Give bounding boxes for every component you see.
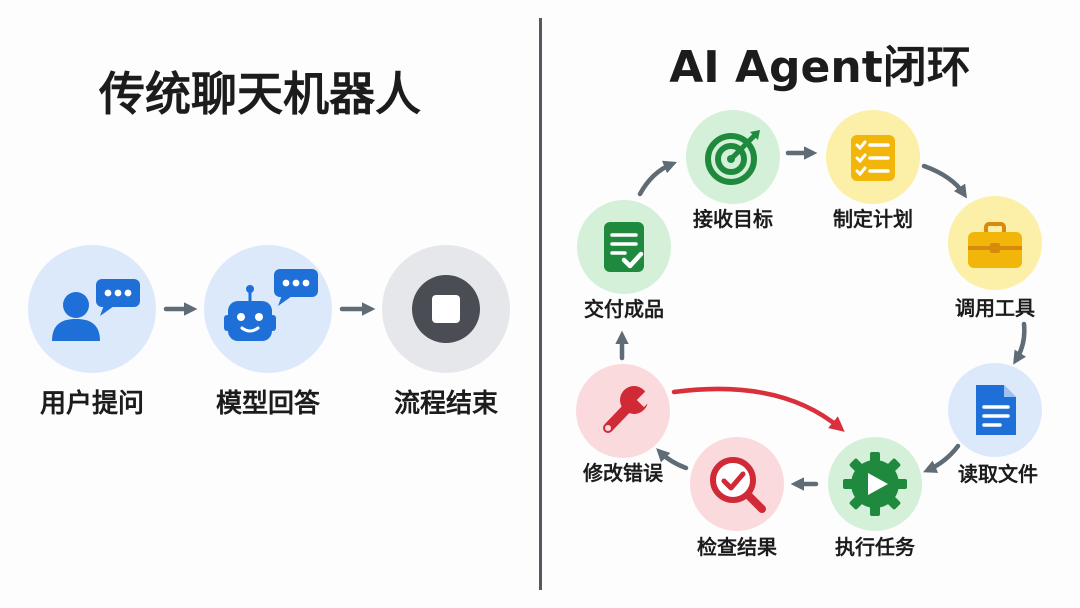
step-label-call-tools: 调用工具: [955, 296, 1035, 320]
arrow-tools-to-files: [1013, 321, 1027, 365]
center-divider: [539, 18, 542, 590]
magnifier-check-icon: [710, 457, 766, 513]
step-circle-check-results: [690, 437, 784, 531]
step-label-fix-errors: 修改错误: [583, 461, 663, 485]
step-circle-execute-task: [828, 437, 922, 531]
step-circle-model-answer: [204, 245, 332, 373]
step-circle-deliver-product: [577, 200, 671, 294]
gear-play-icon: [843, 452, 907, 516]
user-chat-icon: [52, 279, 140, 341]
arrow-plan-to-tools: [921, 163, 967, 199]
step-label-read-files: 读取文件: [958, 462, 1038, 486]
step-label-process-end: 流程结束: [393, 389, 498, 419]
toolbox-icon: [968, 222, 1022, 268]
checked-document-icon: [604, 222, 644, 272]
stop-icon: [412, 275, 480, 343]
arrow-files-to-execute: [923, 443, 961, 473]
document-icon: [976, 385, 1016, 435]
arrow-deliver-to-goal: [637, 160, 678, 197]
step-circle-receive-goal: [686, 110, 780, 204]
arrow-check-to-fix: [656, 448, 689, 471]
robot-chat-icon: [224, 269, 318, 341]
right-title: AI Agent闭环: [669, 42, 971, 93]
step-label-receive-goal: 接收目标: [693, 207, 773, 231]
target-icon: [705, 130, 760, 185]
step-label-deliver-product: 交付成品: [584, 297, 664, 321]
step-label-make-plan: 制定计划: [833, 207, 913, 231]
step-circle-read-files: [948, 363, 1042, 457]
step-circle-make-plan: [826, 110, 920, 204]
left-title: 传统聊天机器人: [99, 67, 421, 121]
step-circle-user-question: [28, 245, 156, 373]
step-circle-fix-errors: [576, 364, 670, 458]
step-circle-process-end: [382, 245, 510, 373]
checklist-icon: [851, 135, 895, 181]
step-label-model-answer: 模型回答: [215, 389, 320, 419]
step-label-execute-task: 执行任务: [835, 535, 915, 559]
step-circle-call-tools: [948, 196, 1042, 290]
step-label-check-results: 检查结果: [697, 535, 777, 559]
arrow-fix-to-execute-loop: [671, 386, 845, 432]
step-label-user-question: 用户提问: [39, 389, 144, 419]
wrench-icon: [603, 386, 653, 433]
